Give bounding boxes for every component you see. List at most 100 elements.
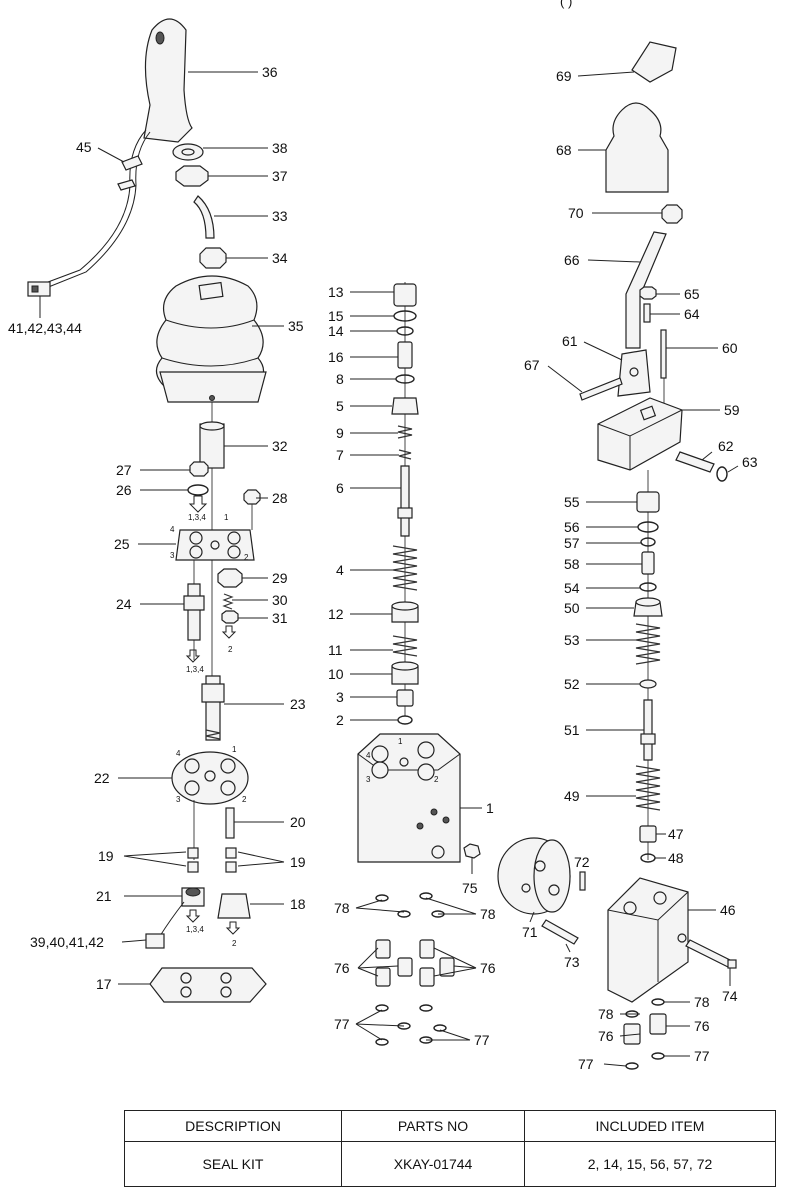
part-35-base-plate xyxy=(159,371,267,403)
callout-23: 23 xyxy=(290,696,306,712)
callout-8: 8 xyxy=(336,371,344,387)
grip-button-icon xyxy=(155,31,165,45)
svg-text:1,3,4: 1,3,4 xyxy=(186,665,204,674)
callout-39-42: 39,40,41,42 xyxy=(30,934,104,950)
callout-10: 10 xyxy=(328,666,344,682)
callout-3: 3 xyxy=(336,689,344,705)
header-included-item: INCLUDED ITEM xyxy=(524,1110,776,1142)
callout-25: 25 xyxy=(114,536,130,552)
svg-text:1: 1 xyxy=(224,513,229,522)
callout-58: 58 xyxy=(564,556,580,572)
header-partial-text: ( ) xyxy=(560,0,573,9)
callout-78-middle-right: 78 xyxy=(480,906,496,922)
callout-21: 21 xyxy=(96,888,112,904)
callout-74: 74 xyxy=(722,988,738,1004)
table-row: SEAL KIT XKAY-01744 2, 14, 15, 56, 57, 7… xyxy=(124,1141,776,1187)
part-77-oring-right-b xyxy=(651,1052,665,1060)
header-description: DESCRIPTION xyxy=(124,1110,342,1142)
callout-50: 50 xyxy=(564,600,580,616)
callout-63: 63 xyxy=(742,454,758,470)
part-6-spool xyxy=(400,465,410,537)
part-26-washer xyxy=(187,484,209,496)
callout-38: 38 xyxy=(272,140,288,156)
part-39-42-connector xyxy=(145,933,165,949)
callout-66: 66 xyxy=(564,252,580,268)
part-58-plunger xyxy=(641,551,655,575)
callout-13: 13 xyxy=(328,284,344,300)
part-68-boot xyxy=(605,102,669,193)
part-77-oring-right-a xyxy=(625,1062,639,1070)
part-69-cap xyxy=(631,41,677,83)
part-33-rod xyxy=(193,195,215,239)
parts-table-header-row: DESCRIPTION PARTS NO INCLUDED ITEM xyxy=(124,1110,776,1142)
part-51-spool xyxy=(643,699,653,761)
callout-48: 48 xyxy=(668,850,684,866)
middle-assembly: 1 4 3 2 xyxy=(357,282,481,1046)
callout-19-right: 19 xyxy=(290,854,306,870)
part-47-sleeve xyxy=(639,825,657,843)
callout-26: 26 xyxy=(116,482,132,498)
grip-wire xyxy=(39,129,147,286)
callout-4: 4 xyxy=(336,562,344,578)
callout-5: 5 xyxy=(336,398,344,414)
svg-text:2: 2 xyxy=(228,645,233,654)
callout-76-right-b: 76 xyxy=(694,1018,710,1034)
callout-77-middle-left: 77 xyxy=(334,1016,350,1032)
callout-72: 72 xyxy=(574,854,590,870)
part-9-spring xyxy=(397,425,413,439)
part-67-pin xyxy=(579,377,623,401)
part-60-pin xyxy=(660,329,667,379)
callout-68: 68 xyxy=(556,142,572,158)
part-66-lever xyxy=(625,231,667,349)
part-4-spring xyxy=(392,545,418,591)
callout-64: 64 xyxy=(684,306,700,322)
part-78-orings-middle xyxy=(375,892,445,918)
port-label-1: 1 xyxy=(398,737,403,746)
part-27-nut xyxy=(189,461,209,477)
callout-73: 73 xyxy=(564,954,580,970)
cell-parts-no: XKAY-01744 xyxy=(341,1141,525,1187)
callout-71: 71 xyxy=(522,924,538,940)
part-31-nut xyxy=(221,610,239,624)
svg-text:4: 4 xyxy=(170,525,175,534)
callout-51: 51 xyxy=(564,722,580,738)
part-16-plunger xyxy=(397,341,413,369)
part-64-screw xyxy=(643,303,651,323)
part-37-nut xyxy=(175,165,209,187)
callout-67: 67 xyxy=(524,357,540,373)
part-78-oring-right-b xyxy=(651,998,665,1006)
callout-76-middle-left: 76 xyxy=(334,960,350,976)
part-55-plug xyxy=(636,491,660,513)
callout-16: 16 xyxy=(328,349,344,365)
callout-59: 59 xyxy=(724,402,740,418)
cell-included-item: 2, 14, 15, 56, 57, 72 xyxy=(524,1141,776,1187)
part-73-bolt xyxy=(541,919,579,945)
part-20-pin xyxy=(225,807,235,839)
part-2-oring xyxy=(397,715,413,725)
part-17-base xyxy=(149,967,267,1003)
port-label-3: 3 xyxy=(366,775,371,784)
callout-69: 69 xyxy=(556,68,572,84)
callout-18: 18 xyxy=(290,896,306,912)
part-36-grip xyxy=(143,18,193,143)
callout-62: 62 xyxy=(718,438,734,454)
callout-52: 52 xyxy=(564,676,580,692)
callout-32: 32 xyxy=(272,438,288,454)
callout-labels: 36 45 38 37 33 34 41,42,43,44 35 32 27 2… xyxy=(8,64,758,1072)
callout-53: 53 xyxy=(564,632,580,648)
part-29-nut xyxy=(217,568,243,588)
callout-7: 7 xyxy=(336,447,344,463)
callout-55: 55 xyxy=(564,494,580,510)
callout-78-middle-left: 78 xyxy=(334,900,350,916)
callout-56: 56 xyxy=(564,519,580,535)
part-19-bush-b xyxy=(225,847,237,859)
part-5-seat xyxy=(391,397,419,415)
callout-77-middle-right: 77 xyxy=(474,1032,490,1048)
callout-27: 27 xyxy=(116,462,132,478)
callout-9: 9 xyxy=(336,425,344,441)
callout-37: 37 xyxy=(272,168,288,184)
callout-34: 34 xyxy=(272,250,288,266)
part-13-plug xyxy=(393,283,417,307)
part-7-spring xyxy=(398,449,412,460)
